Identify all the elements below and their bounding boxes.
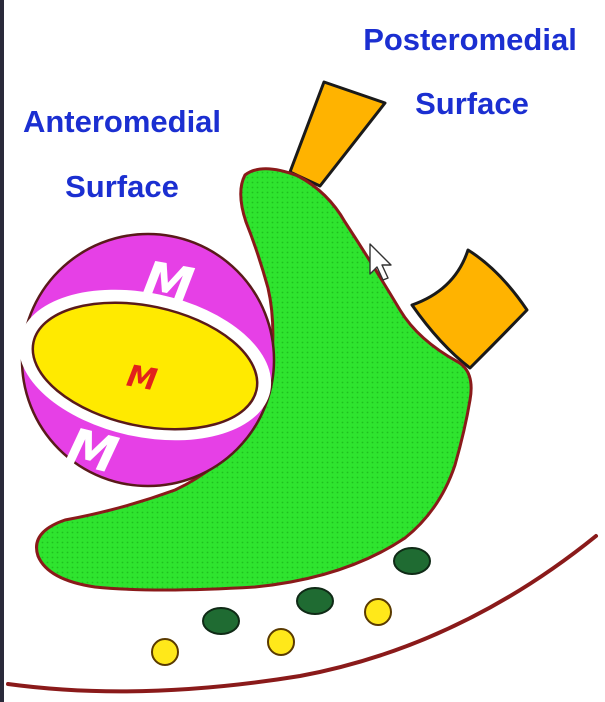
label-anteromedial-line2: Surface: [65, 169, 179, 204]
letter-m-top: M: [139, 250, 198, 316]
small-yellow-circle: [268, 629, 294, 655]
label-posteromedial-line1: Posteromedial: [363, 22, 577, 57]
small-yellow-circle: [152, 639, 178, 665]
label-posteromedial-line2: Surface: [415, 86, 529, 121]
left-edge: [0, 0, 4, 702]
small-yellow-circle: [365, 599, 391, 625]
dark-green-oval: [203, 608, 239, 634]
dark-green-oval: [394, 548, 430, 574]
orange-wedge-top: [290, 82, 385, 186]
dark-green-oval: [297, 588, 333, 614]
label-anteromedial-line1: Anteromedial: [23, 104, 221, 139]
letter-m-middle: M: [124, 359, 160, 399]
